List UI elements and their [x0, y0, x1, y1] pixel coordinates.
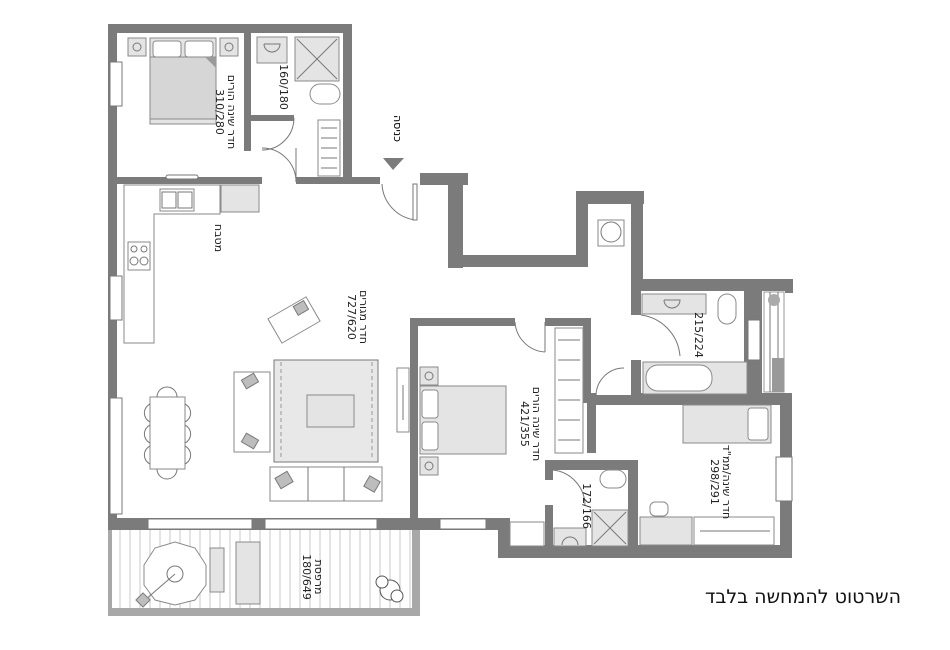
saferoom-furniture: [639, 404, 775, 546]
room-label-balcony: מרפסת 180/649: [300, 554, 325, 600]
kitchen-counters: [123, 184, 260, 344]
room-label-living: חדר מגורים 727/620: [345, 290, 370, 344]
room-label-main-bath: 215/224: [692, 312, 705, 358]
master-bath-fixtures: [256, 36, 341, 177]
disclaimer-caption: השרטוט להמחשה בלבד: [705, 586, 902, 608]
doors: [261, 117, 681, 506]
room-label-guest-wc: 172/166: [580, 483, 593, 529]
master-bed: [127, 37, 239, 125]
dining-table: [143, 386, 192, 480]
main-bath-fixtures: [641, 291, 785, 395]
room-label-kitchen: מטבח: [212, 223, 225, 253]
bedroom2-furniture: [419, 327, 584, 547]
entrance-label: כניסה: [391, 114, 405, 143]
windows: [109, 61, 793, 530]
guest-wc-fixtures: [553, 469, 629, 547]
room-label-master-bedroom: חדר שינה הורים 310/280: [213, 74, 238, 150]
room-label-safe-room: חדר שינה/ממ"ד 298/291: [708, 444, 733, 520]
balcony-furniture: [135, 541, 404, 608]
entrance-arrow-icon: [383, 158, 404, 170]
room-label-master-bath: 160/180: [277, 64, 290, 110]
room-label-bedroom-2: חדר שינה הורים 421/355: [518, 386, 543, 462]
living-furniture: [233, 296, 410, 502]
